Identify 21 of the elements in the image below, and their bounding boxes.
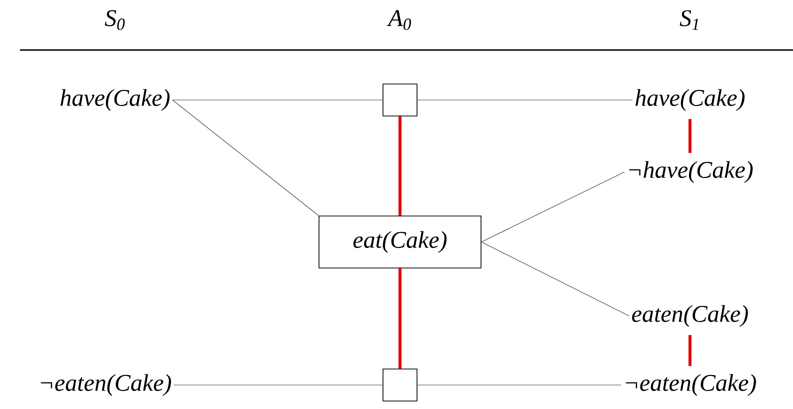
column-header: S$_{0}$	[104, 10, 125, 30]
link-line	[172, 100, 319, 216]
link-line	[174, 384, 383, 386]
link-line	[417, 384, 622, 386]
mutex-line	[398, 268, 402, 369]
column-header: A$_{0}$	[386, 10, 412, 30]
column-header: S$_{1}$	[680, 10, 698, 30]
literal-text: have(Cake)	[636, 89, 745, 111]
persistence-box	[382, 368, 418, 402]
link-line	[481, 172, 625, 242]
action-box: eat(Cake)	[318, 216, 482, 268]
literal-text: ¬eaten(Cake)	[40, 374, 172, 396]
literal-text: have(Cake)	[60, 89, 170, 111]
mutex-line	[398, 116, 402, 216]
mutex-line	[688, 335, 692, 366]
literal-text: ¬eaten(Cake)	[626, 374, 756, 396]
literal-text: ¬have(Cake)	[629, 161, 753, 183]
link-line	[481, 242, 630, 316]
persistence-box	[382, 84, 418, 116]
mutex-line	[688, 119, 692, 153]
literal-text: eaten(Cake)	[632, 305, 748, 327]
